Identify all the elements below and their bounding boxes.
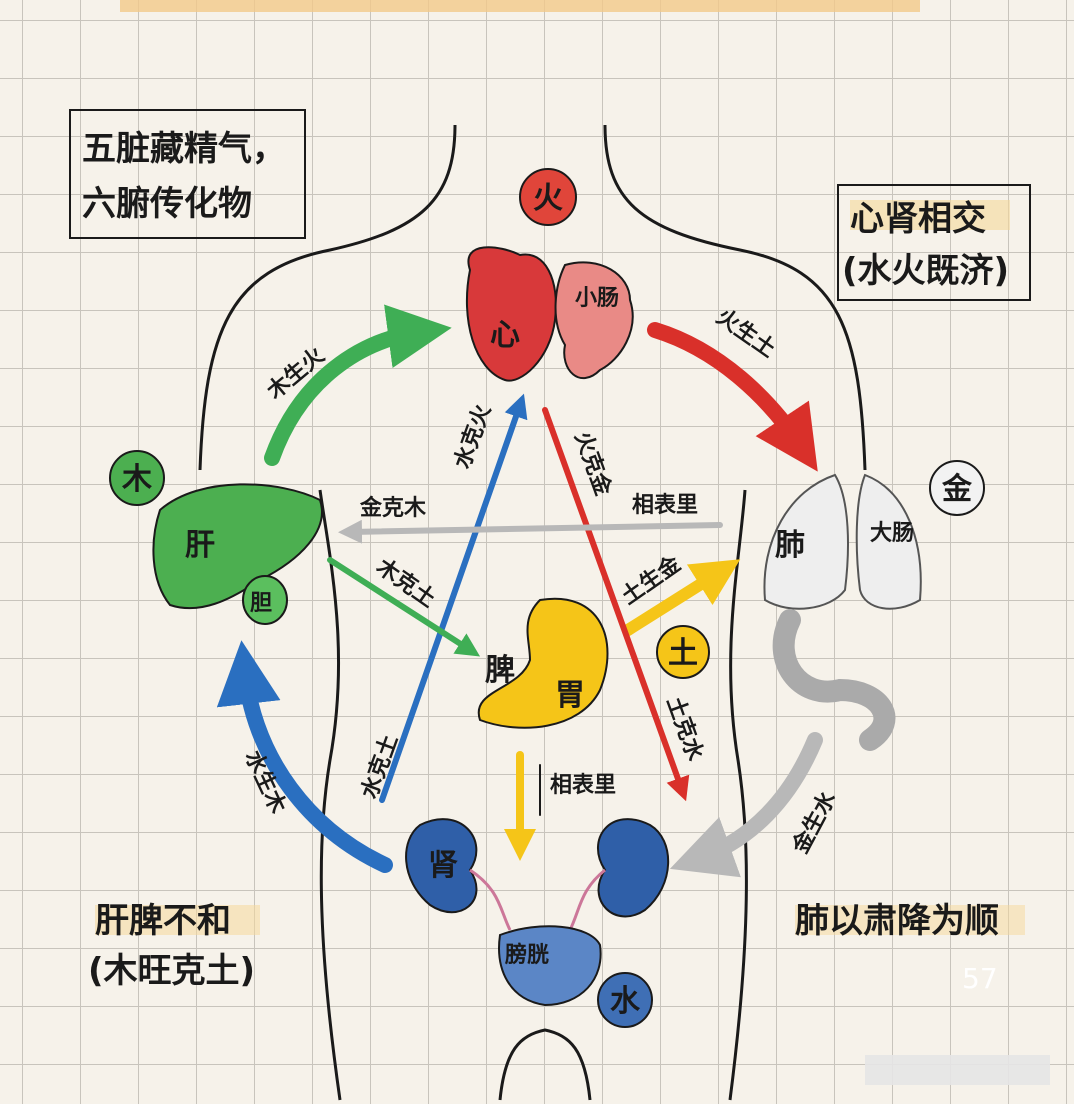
- water-element-badge: 水: [597, 972, 653, 1028]
- svg-text:胃: 胃: [555, 678, 585, 713]
- watermark-blur: [865, 1055, 1050, 1085]
- svg-text:小肠: 小肠: [575, 286, 619, 311]
- metal-element-badge: 金: [929, 460, 985, 516]
- title-banner: [120, 0, 920, 12]
- arrow-metal-controls-wood: [338, 519, 723, 544]
- box-top-right: 心肾相交 (水火既济): [837, 184, 1031, 301]
- arrow-water-controls-fire: [379, 393, 528, 803]
- stomach-organ: 脾 胃: [477, 597, 609, 729]
- lung-organ: 肺 大肠: [763, 473, 922, 751]
- arrow-wood-generates-fire: [264, 304, 452, 466]
- svg-text:膀胱: 膀胱: [505, 942, 549, 968]
- svg-text:心: 心: [490, 318, 520, 353]
- svg-text:肺: 肺: [775, 528, 805, 563]
- svg-text:土: 土: [668, 636, 698, 671]
- wood-element-badge: 木: [109, 450, 165, 506]
- svg-text:金: 金: [941, 472, 973, 507]
- svg-text:肝: 肝: [185, 528, 215, 563]
- svg-text:水: 水: [610, 984, 641, 1019]
- small-intestine-organ: 小肠: [554, 261, 634, 380]
- svg-text:五脏藏精气，: 五脏藏精气，: [82, 129, 286, 169]
- svg-text:大肠: 大肠: [870, 521, 914, 546]
- svg-text:肾: 肾: [428, 848, 458, 883]
- earth-element-badge: 土: [656, 625, 710, 679]
- arrow-earth-generates-metal: [622, 559, 741, 636]
- note-bottom-left: 肝脾不和 (木旺克土): [88, 901, 260, 991]
- svg-text:脾: 脾: [485, 653, 515, 688]
- fire-element-badge: 火: [519, 168, 577, 226]
- arrow-fire-generates-earth: [647, 322, 818, 472]
- svg-text:火: 火: [533, 181, 563, 216]
- arrow-wood-controls-earth: [327, 557, 481, 657]
- svg-text:六腑传化物: 六腑传化物: [82, 184, 252, 224]
- svg-text:(木旺克土): (木旺克土): [88, 951, 255, 991]
- svg-text:肺以肃降为顺: 肺以肃降为顺: [795, 901, 999, 941]
- svg-text:木: 木: [121, 462, 152, 497]
- arrow-fire-controls-metal: [542, 407, 690, 802]
- svg-text:胆: 胆: [250, 591, 272, 616]
- arrow-water-generates-wood: [216, 640, 393, 873]
- note-bottom-right: 肺以肃降为顺: [795, 901, 1025, 941]
- arrow-metal-generates-water: [669, 732, 823, 878]
- heart-organ: 心: [466, 246, 557, 382]
- label-lung-paired: 相表里: [632, 493, 698, 518]
- box-top-left: 五脏藏精气， 六腑传化物: [69, 109, 306, 239]
- svg-text:(水火既济): (水火既济): [842, 251, 1009, 291]
- liver-organ: 肝 胆: [152, 483, 323, 625]
- svg-text:肝脾不和: 肝脾不和: [95, 901, 231, 941]
- svg-text:心肾相交: 心肾相交: [850, 199, 986, 239]
- page-number: 57: [962, 962, 998, 995]
- kidneys-organ: 肾 膀胱: [405, 818, 670, 1007]
- label-stomach-paired: 相表里: [550, 773, 616, 798]
- label-metal-controls-wood: 金克木: [359, 495, 427, 521]
